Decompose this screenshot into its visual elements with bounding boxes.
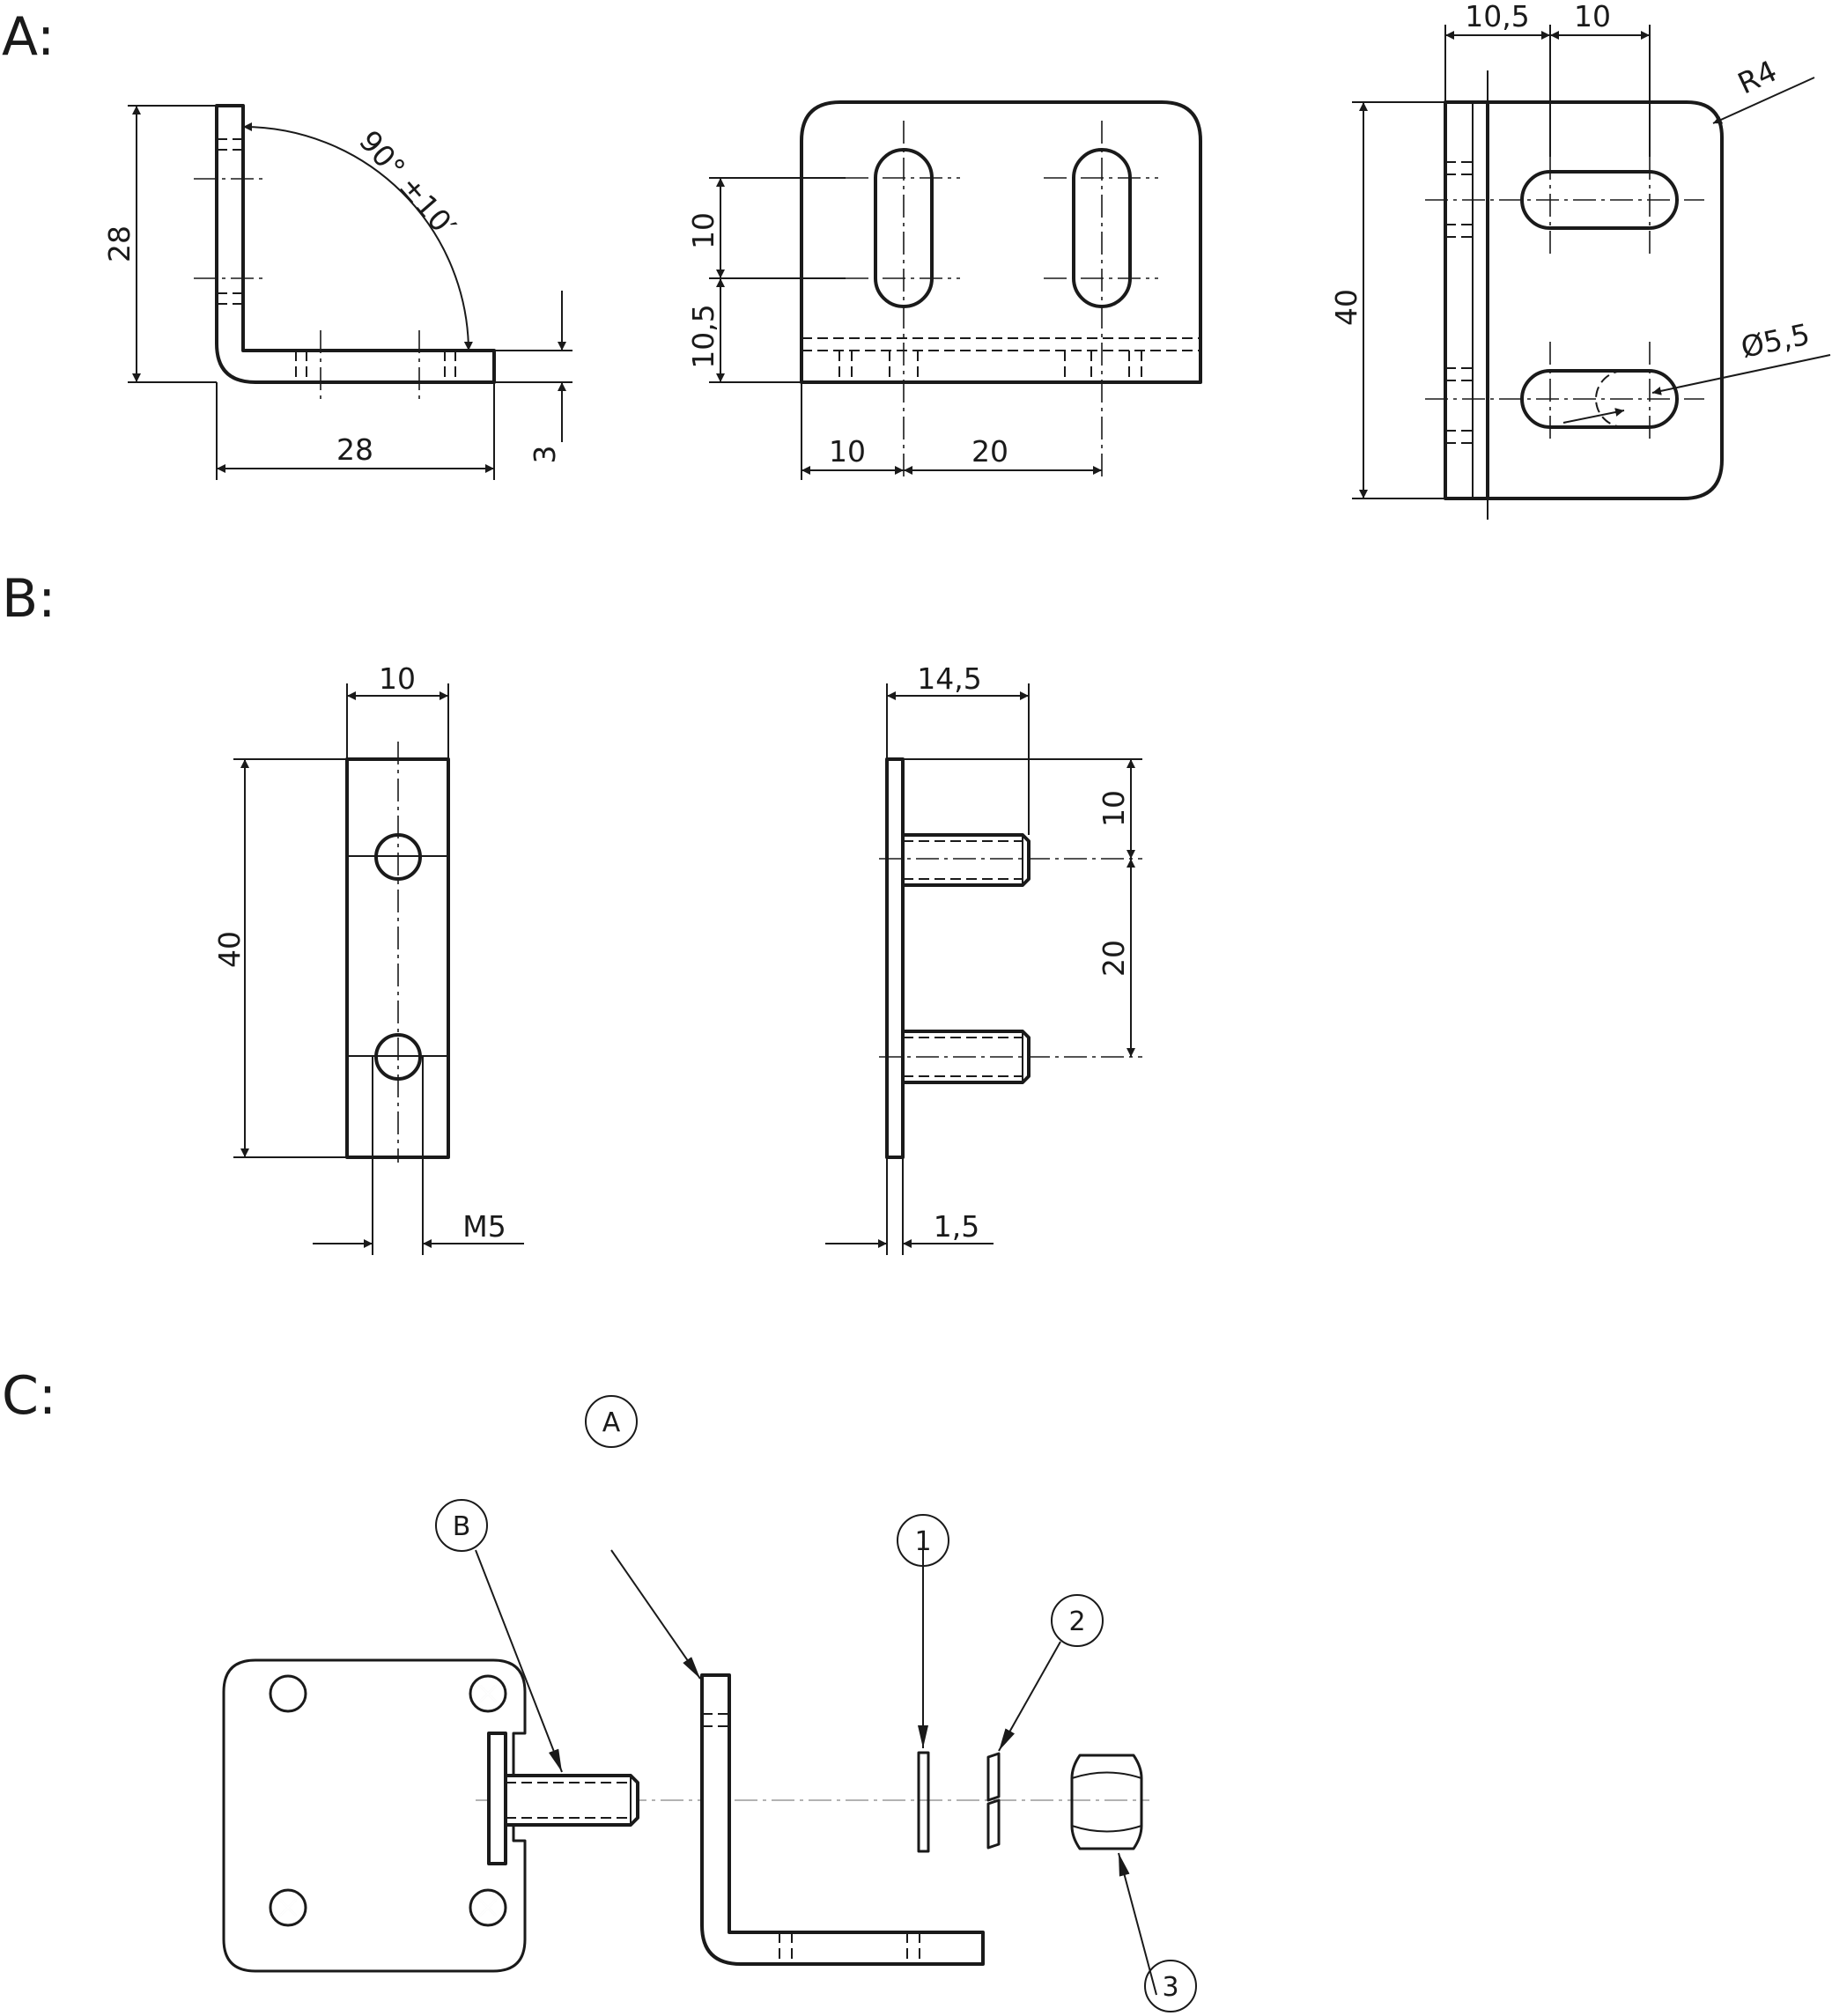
- plate-top-outline: [1444, 100, 1724, 500]
- balloon-a: A: [585, 1395, 638, 1448]
- dim-a2-slot-to-bottom: 10,5: [686, 304, 720, 368]
- dim-b1-height: 40: [212, 931, 247, 968]
- svg-text:2: 2: [1068, 1606, 1085, 1637]
- dim-a3-flange-width: 10,5: [1465, 0, 1529, 33]
- dim-a1-thickness: 3: [528, 446, 562, 464]
- dim-a1-height: 28: [102, 225, 137, 262]
- svg-text:A: A: [602, 1407, 621, 1438]
- spring-washer: [986, 1752, 1001, 1850]
- dim-b2-stud-length: 14,5: [917, 661, 981, 696]
- dim-a1-angle: 90° ±10′: [352, 124, 462, 244]
- device-body: [222, 1658, 527, 1973]
- view-a3-bracket-top: 10,5 10 R4 40 Ø5,5: [1329, 0, 1831, 520]
- dim-a3-slot-length: 10: [1574, 0, 1611, 33]
- plate-outline: [800, 100, 1202, 384]
- assembly-exploded-view: A B 1 2 3: [222, 1395, 1197, 2012]
- assembly-stud-plate: [487, 1732, 507, 1865]
- assembly-bracket: [700, 1673, 985, 1966]
- dim-b1-thread: M5: [462, 1209, 506, 1244]
- svg-text:1: 1: [914, 1526, 931, 1557]
- dim-a1-length: 28: [336, 432, 373, 467]
- screw-head-top-right: [469, 1674, 507, 1713]
- view-a2-bracket-front: 10 10,5 10 20: [686, 100, 1202, 480]
- screw-head-bottom-left: [269, 1888, 307, 1927]
- screw-head-bottom-right: [469, 1888, 507, 1927]
- dim-b1-width: 10: [379, 661, 416, 696]
- dim-a2-slot-spacing: 20: [971, 434, 1008, 469]
- balloon-1: 1: [897, 1514, 949, 1567]
- stud-top: [903, 833, 1030, 887]
- section-label-c: C:: [2, 1365, 56, 1427]
- dim-a3-corner-radius: R4: [1732, 54, 1782, 101]
- dim-a2-edge-to-slot: 10: [829, 434, 866, 469]
- dim-a3-slot-width: Ø5,5: [1738, 317, 1813, 365]
- balloon-b: B: [435, 1499, 488, 1552]
- bracket-outline: [215, 104, 496, 384]
- hex-nut: [1070, 1754, 1143, 1850]
- view-a1-bracket-side: 28 28 3 90° ±10′: [102, 104, 572, 480]
- balloon-2: 2: [1051, 1594, 1104, 1647]
- balloon-3: 3: [1144, 1960, 1197, 2012]
- svg-text:B: B: [453, 1511, 471, 1542]
- view-b2-plate-side: 14,5 10 20 1,5: [825, 661, 1142, 1255]
- dim-b2-stud-spacing: 20: [1097, 940, 1131, 977]
- stud-plate-side: [885, 757, 905, 1159]
- washer: [917, 1751, 930, 1853]
- dim-a3-height: 40: [1329, 289, 1363, 326]
- section-label-b: B:: [2, 568, 55, 630]
- screw-head-top-left: [269, 1674, 307, 1713]
- dim-a2-slot-spacing-vertical: 10: [686, 212, 720, 249]
- dim-b2-top-to-stud: 10: [1097, 790, 1131, 827]
- svg-text:3: 3: [1162, 1972, 1178, 2003]
- view-b1-plate-front: 10 40 M5: [212, 661, 524, 1255]
- section-label-a: A:: [2, 6, 55, 68]
- dim-b2-plate-thickness: 1,5: [934, 1209, 979, 1244]
